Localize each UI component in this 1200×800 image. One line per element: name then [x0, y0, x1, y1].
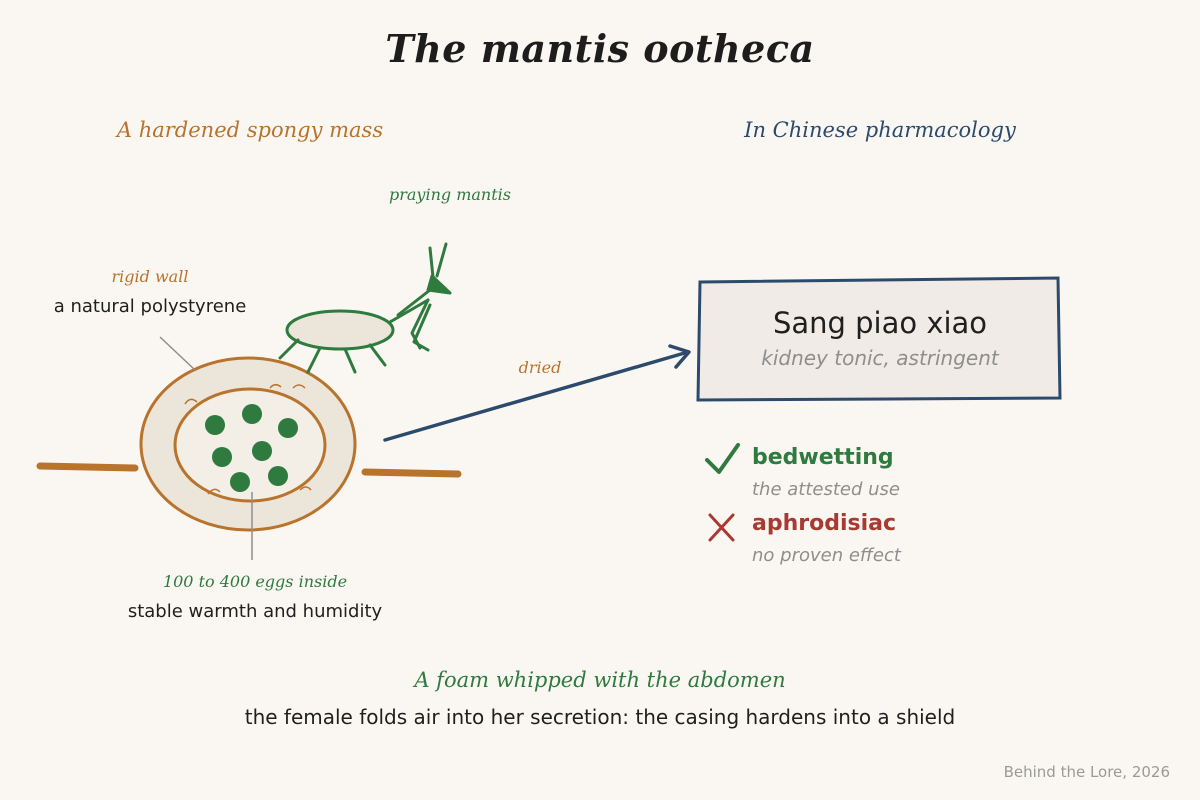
egg	[230, 472, 250, 492]
eggs-label: 100 to 400 eggs inside	[162, 572, 348, 591]
branch-left	[36, 462, 139, 472]
egg	[268, 466, 288, 486]
branch-right	[361, 468, 462, 478]
footer-text: the female folds air into her secretion:…	[244, 705, 956, 729]
ootheca-ridges	[184, 384, 312, 495]
wall-leader-line	[159, 336, 196, 371]
use-note-aphrodisiac: no proven effect	[752, 545, 901, 566]
egg-cluster	[205, 404, 298, 492]
left-heading: A hardened spongy mass	[116, 118, 384, 142]
cross-icon	[708, 513, 735, 542]
mantis-label: praying mantis	[389, 185, 511, 204]
egg	[252, 441, 272, 461]
remedy-name: Sang piao xiao	[772, 306, 988, 340]
use-label-aphrodisiac: aphrodisiac	[752, 511, 897, 536]
wall-description: a natural polystyrene	[53, 296, 247, 317]
page-title: The mantis ootheca	[385, 26, 815, 71]
mantis-icon	[278, 242, 452, 374]
wall-label: rigid wall	[111, 267, 189, 286]
dried-arrow-head	[668, 344, 691, 369]
use-note-bedwetting: the attested use	[752, 479, 900, 500]
check-icon	[705, 443, 740, 474]
dried-arrow	[383, 350, 690, 442]
remedy-box	[696, 276, 1062, 402]
credit: Behind the Lore, 2026	[1003, 763, 1170, 781]
remedy-description: kidney tonic, astringent	[761, 346, 999, 370]
footer-heading: A foam whipped with the abdomen	[414, 668, 786, 692]
use-label-bedwetting: bedwetting	[752, 445, 894, 470]
egg	[242, 404, 262, 424]
right-heading: In Chinese pharmacology	[744, 118, 1016, 142]
egg	[205, 415, 225, 435]
egg	[278, 418, 298, 438]
eggs-description: stable warmth and humidity	[127, 601, 383, 622]
arrow-label: dried	[518, 358, 562, 377]
egg	[212, 447, 232, 467]
